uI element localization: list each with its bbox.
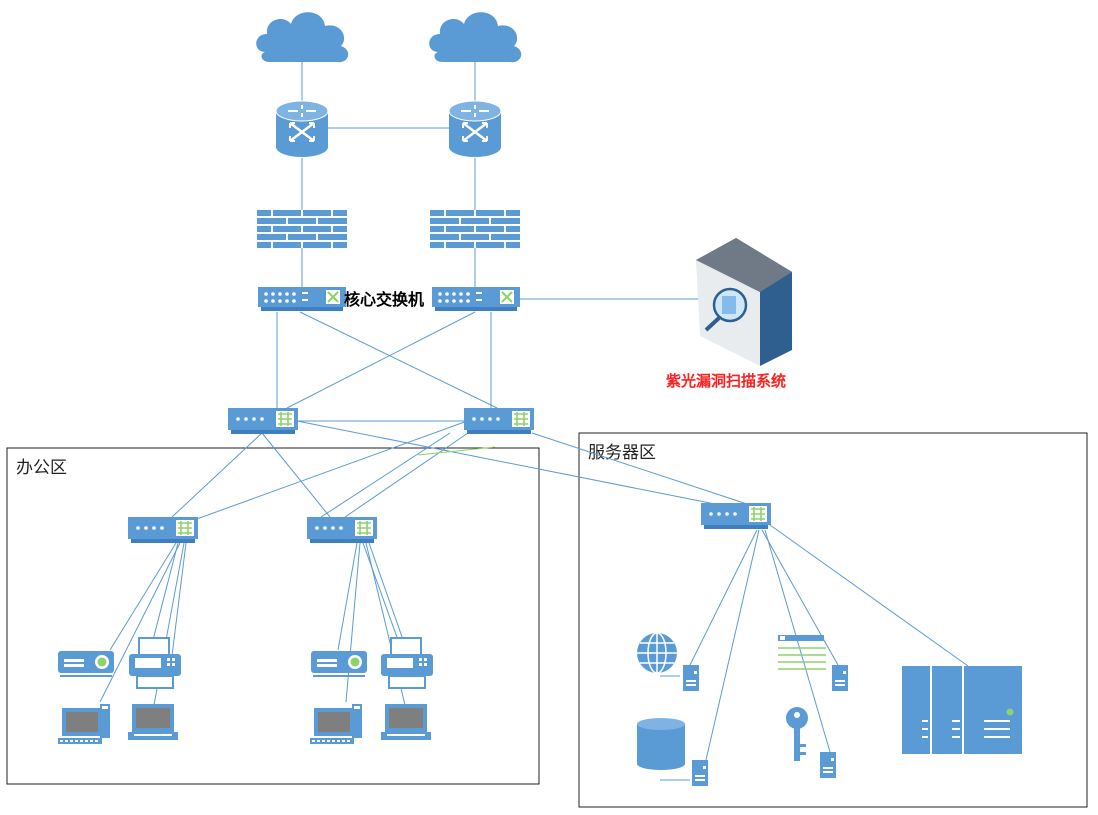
router-icon bbox=[274, 99, 330, 159]
aggregation-switch-icon bbox=[463, 407, 535, 435]
laptop-icon bbox=[128, 704, 178, 740]
core-switch-icon bbox=[431, 286, 521, 312]
web-server-icon bbox=[637, 632, 699, 691]
server-rack-icon bbox=[902, 666, 1022, 754]
access-switch-icon bbox=[700, 502, 772, 530]
database-server-icon bbox=[637, 718, 708, 786]
desktop-pc-icon bbox=[310, 704, 362, 744]
connection-lines bbox=[99, 58, 969, 761]
firewall-icon bbox=[256, 209, 348, 249]
server-zone-box bbox=[578, 432, 1088, 808]
projector-icon bbox=[311, 651, 367, 677]
server-zone-label: 服务器区 bbox=[588, 443, 656, 463]
office-zone-label: 办公区 bbox=[16, 458, 67, 478]
cloud-icon bbox=[429, 12, 522, 63]
desktop-pc-icon bbox=[58, 704, 110, 744]
green-link bbox=[417, 446, 496, 456]
laptop-icon bbox=[381, 704, 431, 740]
office-zone-box bbox=[6, 447, 540, 785]
aggregation-switch-icon bbox=[227, 407, 299, 435]
auth-server-icon bbox=[786, 707, 836, 778]
access-switch-icon bbox=[306, 516, 378, 544]
firewall-icon bbox=[429, 209, 521, 249]
core-switch-icon bbox=[257, 286, 347, 312]
scanner-label: 紫光漏洞扫描系统 bbox=[666, 372, 786, 390]
router-icon bbox=[447, 99, 503, 159]
core-switch-label: 核心交换机 bbox=[344, 290, 424, 309]
access-switch-icon bbox=[127, 516, 199, 544]
projector-icon bbox=[58, 651, 114, 677]
fax-printer-icon bbox=[380, 637, 434, 689]
application-server-icon bbox=[778, 635, 848, 691]
vulnerability-scanner-icon bbox=[696, 238, 792, 366]
cloud-icon bbox=[256, 12, 349, 63]
